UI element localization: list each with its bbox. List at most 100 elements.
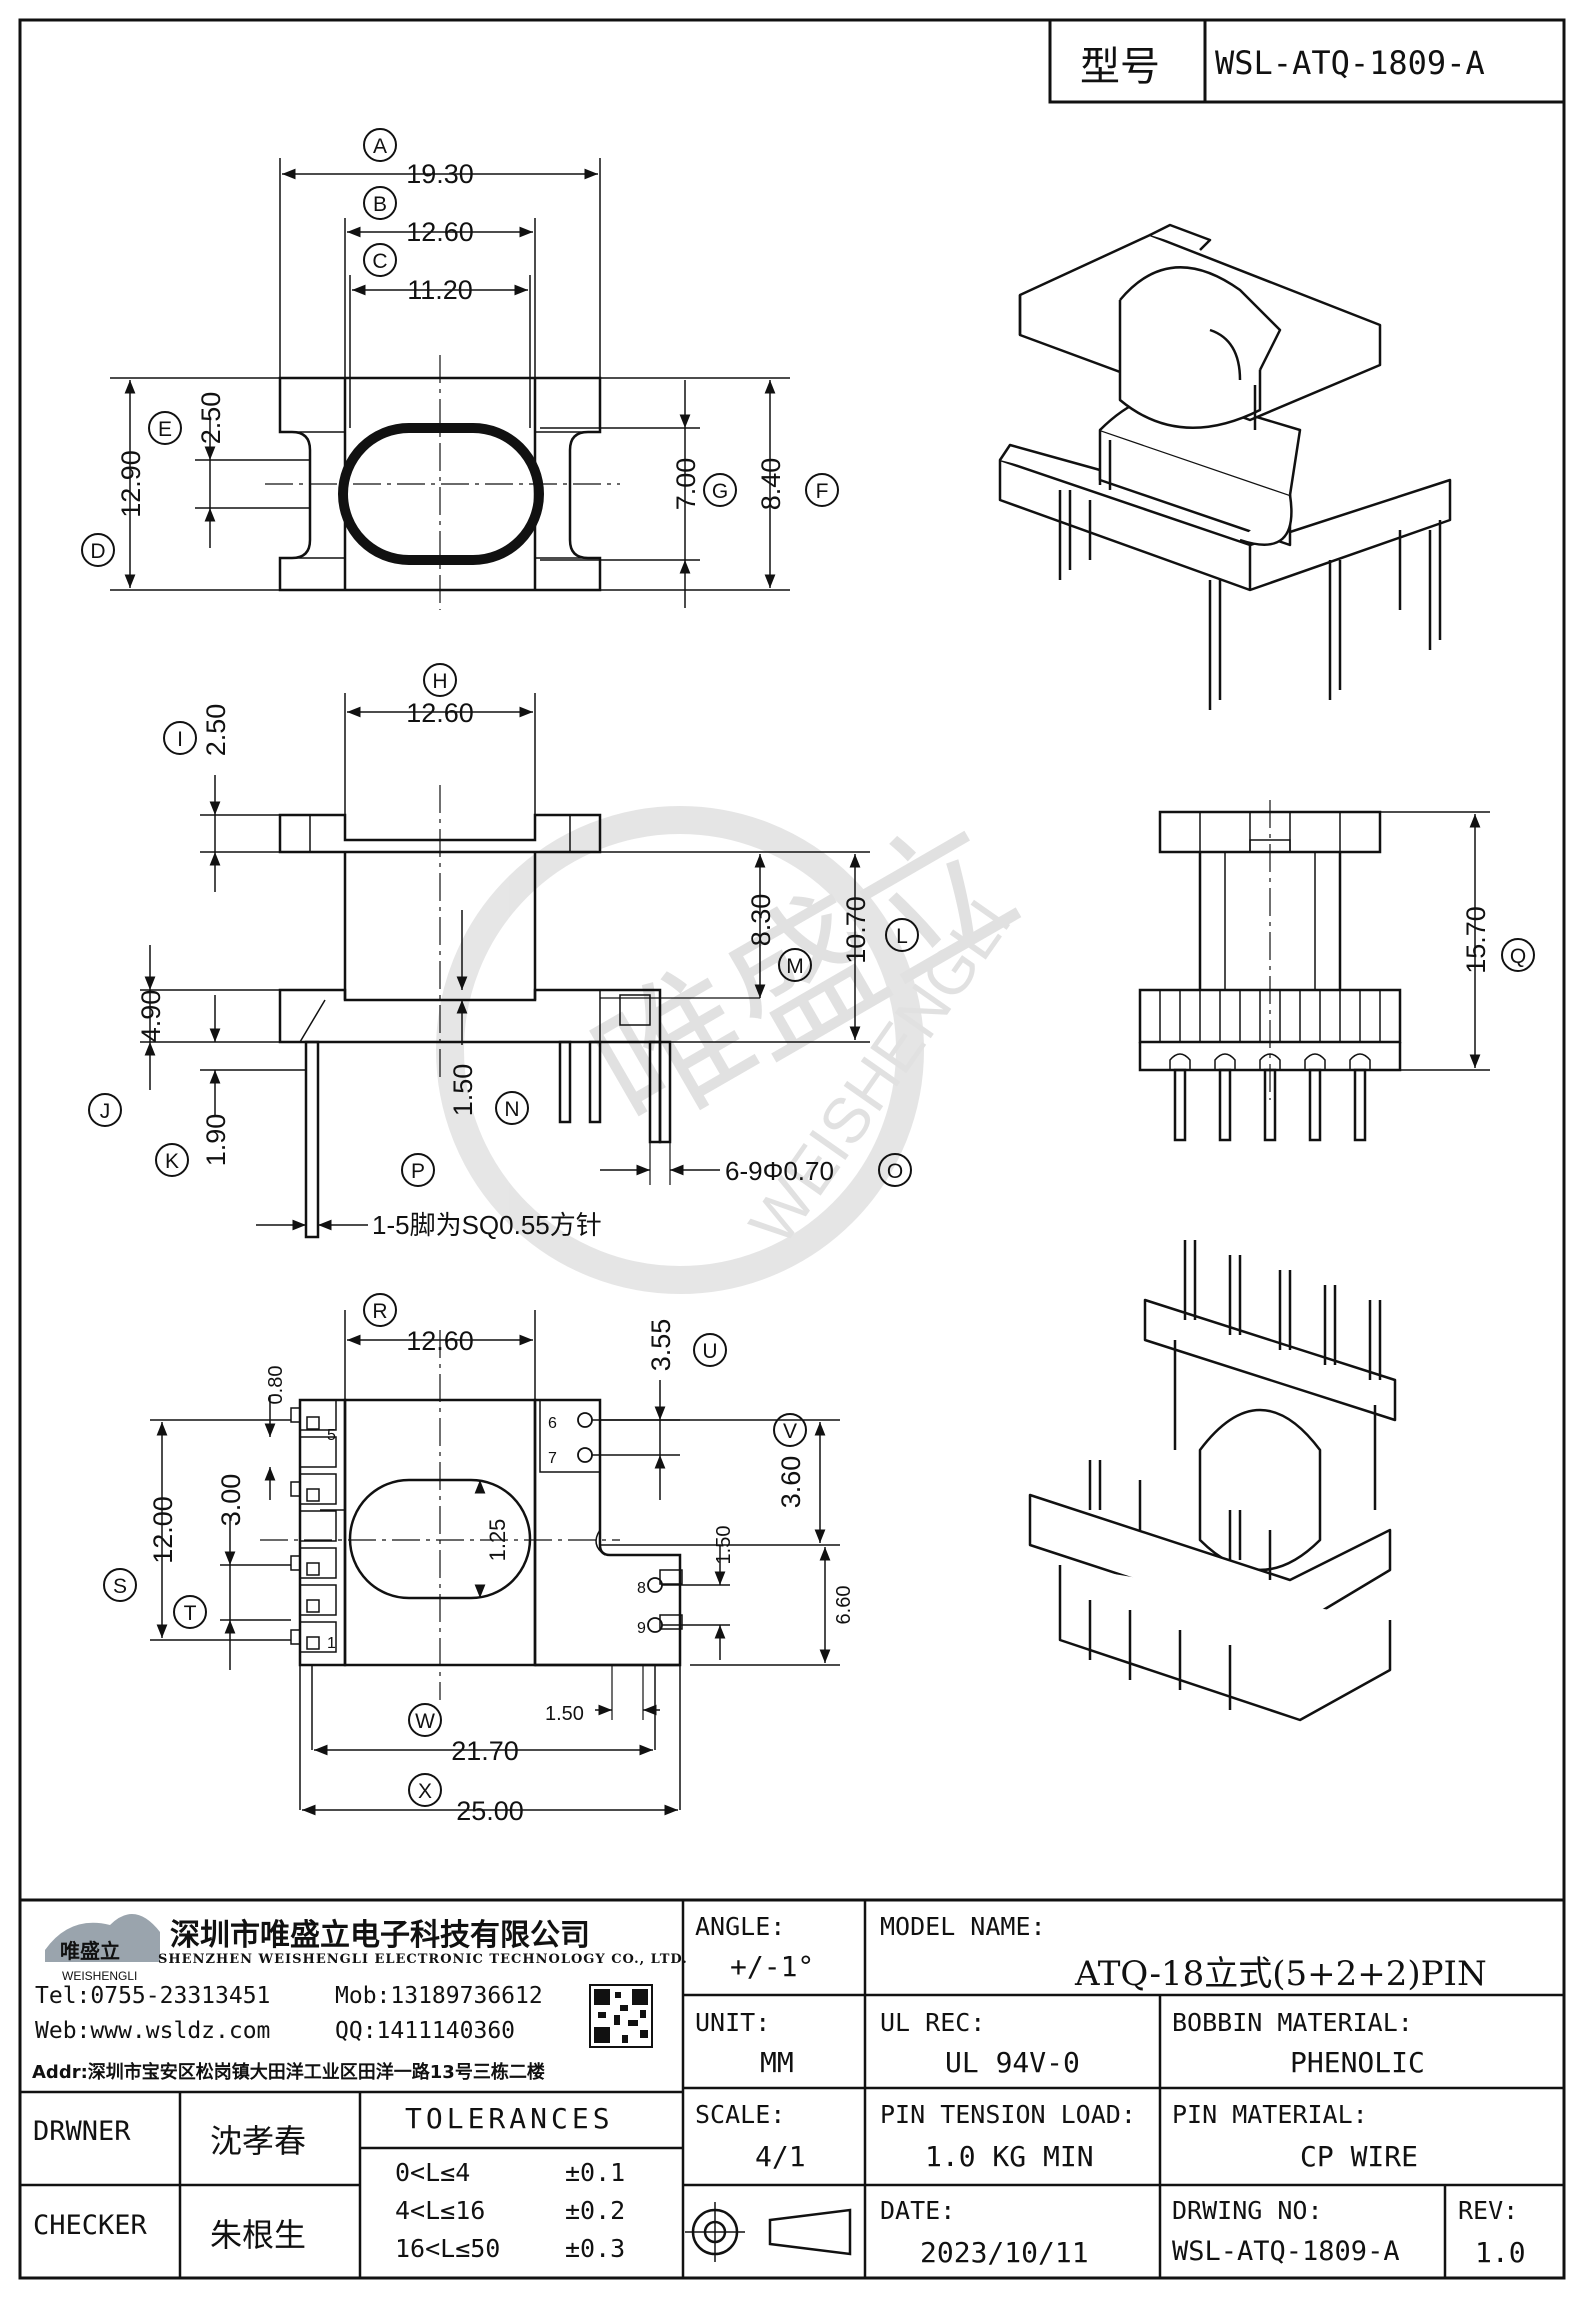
letter-U: U: [702, 1340, 717, 1363]
dim-L: 10.70: [841, 896, 871, 964]
dim-E: 2.50: [196, 392, 226, 445]
bottom-view: [150, 1310, 840, 1816]
isometric-view-top: [998, 223, 1452, 710]
side-view: [1138, 800, 1490, 1142]
drawing-no-value: WSL-ATQ-1809-A: [1172, 2236, 1400, 2267]
type-label: 型号: [1080, 44, 1160, 90]
letter-W: W: [415, 1710, 435, 1733]
logo-text-cn: 唯盛立: [60, 1939, 120, 1963]
pin-number-1: 1: [327, 1635, 336, 1652]
company-qq: QQ:1411140360: [335, 2018, 516, 2044]
date-label: DATE:: [880, 2196, 956, 2225]
dim-A: 19.30: [406, 159, 474, 189]
letter-T: T: [184, 1602, 197, 1625]
dim-T: 3.00: [216, 1474, 246, 1527]
dim-pin-pitch: 0.80: [265, 1366, 287, 1405]
letter-O: O: [887, 1160, 903, 1183]
letter-H: H: [432, 670, 447, 693]
pin-number-5: 5: [327, 1427, 336, 1444]
top-view: [110, 158, 790, 610]
company-web: Web:www.wsldz.com: [35, 2018, 271, 2044]
angle-label: ANGLE:: [695, 1912, 786, 1941]
tolerance-value-2: ±0.2: [565, 2196, 626, 2225]
letter-D: D: [90, 540, 105, 563]
qr-code: [589, 1984, 653, 2048]
dim-J: 4.90: [136, 990, 166, 1043]
angle-value: +/-1°: [730, 1950, 815, 1983]
scale-label: SCALE:: [695, 2100, 786, 2129]
dim-I: 2.50: [201, 704, 231, 757]
drawer-name: 沈孝春: [210, 2122, 307, 2160]
tolerance-range-1: 0<L≤4: [395, 2158, 471, 2187]
letter-A: A: [373, 135, 387, 158]
letter-G: G: [712, 480, 728, 503]
dim-B: 12.60: [406, 217, 474, 247]
rev-label: REV:: [1458, 2196, 1519, 2225]
bottom-view-labels: 12.60 12.00 3.00 3.55 3.60 0.80 1.25 1.5…: [148, 1319, 855, 1826]
dim-U: 3.55: [646, 1319, 676, 1372]
letter-X: X: [418, 1780, 432, 1803]
tolerances-title: TOLERANCES: [405, 2102, 614, 2135]
watermark-logo: 唯盛立 WEISHENGLI: [436, 791, 1041, 1294]
top-view-labels: 19.30 12.60 11.20 12.90 2.50 8.40 7.00: [116, 159, 786, 518]
company-logo: 唯盛立 WEISHENGLI: [45, 1914, 160, 1983]
letter-E: E: [158, 418, 172, 441]
dim-F: 8.40: [756, 458, 786, 511]
logo-text-en: WEISHENGLI: [62, 1969, 137, 1983]
model-name-label: MODEL NAME:: [880, 1912, 1046, 1941]
bobbin-material-label: BOBBIN MATERIAL:: [1172, 2008, 1413, 2037]
front-view-labels: 12.60 2.50 4.90 1.90 10.70 8.30 1.50 6-9…: [136, 698, 871, 1240]
dim-gap-660: 6.60: [833, 1586, 855, 1625]
isometric-view-bottom: [1028, 1240, 1397, 1722]
dim-D: 12.90: [116, 450, 146, 518]
dim-H: 12.60: [406, 698, 474, 728]
header-box: [1048, 18, 1566, 104]
bobbin-material-value: PHENOLIC: [1290, 2046, 1425, 2079]
reference-letter-text: A B C D E F G H I J K L M N O P Q R S T …: [90, 135, 1526, 1803]
tolerance-value-3: ±0.3: [565, 2234, 626, 2263]
dim-C: 11.20: [407, 275, 473, 305]
company-mob: Mob:13189736612: [335, 1983, 543, 2009]
ul-rec-label: UL REC:: [880, 2008, 986, 2037]
dim-G: 7.00: [671, 458, 701, 511]
company-name-cn: 深圳市唯盛立电子科技有限公司: [170, 1918, 590, 1953]
title-block-grid: [20, 1900, 1564, 2278]
dim-gap-150-horizontal: 1.50: [545, 1703, 584, 1725]
company-name-en: SHENZHEN WEISHENGLI ELECTRONIC TECHNOLOG…: [158, 1952, 688, 1967]
letter-I: I: [177, 728, 183, 751]
letter-C: C: [372, 250, 387, 273]
dim-Q: 15.70: [1461, 906, 1491, 974]
dim-slot-width: 1.25: [485, 1519, 510, 1562]
rev-value: 1.0: [1475, 2236, 1526, 2269]
pin-material-value: CP WIRE: [1300, 2140, 1419, 2173]
pin-number-9: 9: [637, 1620, 646, 1637]
dim-W: 21.70: [451, 1736, 519, 1766]
scale-value: 4/1: [755, 2140, 806, 2173]
dim-S: 12.00: [148, 1496, 178, 1564]
unit-value: MM: [760, 2046, 794, 2079]
drawing-no-label: DRWING NO:: [1172, 2196, 1323, 2225]
pin-number-8: 8: [637, 1580, 646, 1597]
model-code: WSL-ATQ-1809-A: [1215, 44, 1485, 82]
pin-tension-label: PIN TENSION LOAD:: [880, 2100, 1136, 2129]
note-pin-square: 1-5脚为SQ0.55方针: [372, 1210, 602, 1240]
letter-N: N: [504, 1098, 519, 1121]
dim-M: 8.30: [746, 894, 776, 947]
letter-Q: Q: [1510, 945, 1526, 968]
front-view: [140, 693, 870, 1239]
letter-M: M: [786, 955, 804, 978]
letter-L: L: [896, 925, 908, 948]
company-tel: Tel:0755-23313451: [35, 1983, 271, 2009]
sheet-border: [18, 18, 1566, 2280]
pin-number-6: 6: [548, 1415, 557, 1432]
company-address: Addr:深圳市宝安区松岗镇大田洋工业区田洋一路13号三栋二楼: [32, 2062, 545, 2083]
letter-S: S: [113, 1575, 127, 1598]
ul-rec-value: UL 94V-0: [945, 2046, 1080, 2079]
pin-number-7: 7: [548, 1450, 557, 1467]
reference-letters: [81, 128, 1535, 1807]
pin-material-label: PIN MATERIAL:: [1172, 2100, 1368, 2129]
drawer-label: DRWNER: [33, 2116, 131, 2147]
letter-R: R: [372, 1300, 387, 1323]
dim-X: 25.00: [456, 1796, 524, 1826]
